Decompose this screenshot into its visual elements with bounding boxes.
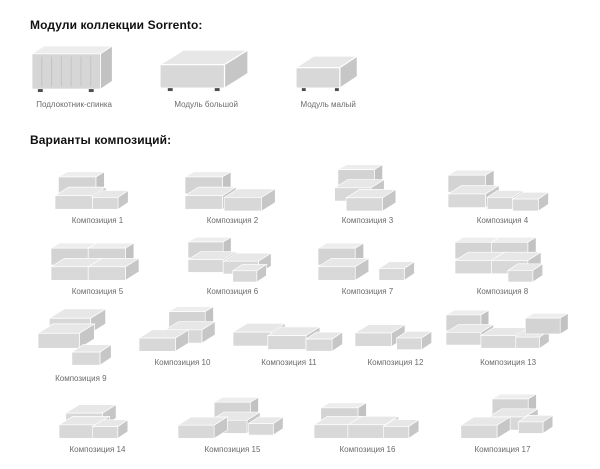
module-label: Модуль большой xyxy=(174,100,238,109)
composition-16: Композиция 16 xyxy=(300,390,435,454)
small-module-illustration-icon xyxy=(296,56,360,93)
composition-9-illustration-icon xyxy=(37,303,124,369)
compositions-row-1: Композиция 1 Композиция 2 Композиция 3 xyxy=(30,161,570,225)
composition-15-illustration-icon xyxy=(178,390,286,440)
composition-label: Композиция 9 xyxy=(55,374,107,383)
armrest-back-illustration-icon xyxy=(32,46,116,93)
composition-label: Композиция 5 xyxy=(71,287,124,296)
composition-11-illustration-icon xyxy=(233,303,344,353)
composition-13: Композиция 13 xyxy=(446,303,570,367)
composition-6-illustration-icon xyxy=(187,232,278,282)
composition-13-illustration-icon xyxy=(446,303,570,353)
large-module-illustration-icon xyxy=(160,50,252,93)
module-armrest-back: Подлокотник-спинка xyxy=(32,46,116,109)
composition-14-illustration-icon xyxy=(58,390,136,440)
composition-label: Композиция 7 xyxy=(341,287,394,296)
composition-5: Композиция 5 xyxy=(30,232,165,296)
module-small: Модуль малый xyxy=(296,56,360,109)
composition-5-illustration-icon xyxy=(50,232,144,282)
composition-10-illustration-icon xyxy=(139,303,225,353)
composition-16-illustration-icon xyxy=(314,390,421,440)
composition-label: Композиция 2 xyxy=(206,216,259,225)
composition-9: Композиция 9 xyxy=(30,303,132,383)
composition-1-illustration-icon xyxy=(54,161,140,211)
compositions-row-3: Композиция 9 Композиция 10 Композиция 11 xyxy=(30,303,570,383)
composition-8: Композиция 8 xyxy=(435,232,570,296)
composition-7-illustration-icon xyxy=(318,232,416,282)
composition-17-illustration-icon xyxy=(451,390,555,440)
composition-6: Композиция 6 xyxy=(165,232,300,296)
composition-3-illustration-icon xyxy=(328,161,407,211)
compositions-row-2: Композиция 5 Композиция 6 Композиция 7 xyxy=(30,232,570,296)
composition-label: Композиция 6 xyxy=(206,287,259,296)
composition-11: Композиция 11 xyxy=(233,303,344,367)
composition-label: Композиция 3 xyxy=(341,216,394,225)
composition-4-illustration-icon xyxy=(447,161,557,211)
composition-label: Композиция 10 xyxy=(154,358,211,367)
composition-label: Композиция 13 xyxy=(480,358,537,367)
composition-10: Композиция 10 xyxy=(132,303,234,367)
compositions-row-4: Композиция 14 Композиция 15 Композиция 1… xyxy=(30,390,570,454)
composition-8-illustration-icon xyxy=(455,232,549,282)
module-label: Подлокотник-спинка xyxy=(36,100,113,109)
composition-15: Композиция 15 xyxy=(165,390,300,454)
module-label: Модуль малый xyxy=(300,100,356,109)
composition-label: Композиция 4 xyxy=(476,216,529,225)
composition-2: Композиция 2 xyxy=(165,161,300,225)
compositions-section-title: Варианты композиций: xyxy=(30,133,172,147)
modules-row: Подлокотник-спинка Модуль большой Мо xyxy=(32,46,570,109)
composition-17: Композиция 17 xyxy=(435,390,570,454)
composition-12: Композиция 12 xyxy=(345,303,447,367)
composition-1: Композиция 1 xyxy=(30,161,165,225)
composition-3: Композиция 3 xyxy=(300,161,435,225)
composition-14: Композиция 14 xyxy=(30,390,165,454)
composition-label: Композиция 11 xyxy=(261,358,317,367)
composition-label: Композиция 12 xyxy=(367,358,424,367)
composition-label: Композиция 1 xyxy=(71,216,124,225)
composition-12-illustration-icon xyxy=(355,303,435,353)
composition-7: Композиция 7 xyxy=(300,232,435,296)
composition-2-illustration-icon xyxy=(184,161,280,211)
composition-4: Композиция 4 xyxy=(435,161,570,225)
module-large: Модуль большой xyxy=(160,50,252,109)
modules-section-title: Модули коллекции Sorrento: xyxy=(30,18,203,32)
composition-label: Композиция 8 xyxy=(476,287,529,296)
